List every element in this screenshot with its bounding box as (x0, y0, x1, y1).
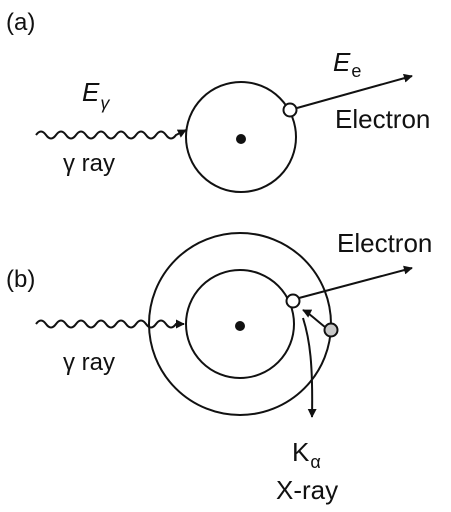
panel-b-xray-label: X-ray (276, 475, 338, 505)
panel-b-gamma-ray-wave (35, 319, 185, 329)
panel-b-tag: (b) (6, 266, 35, 293)
panel-b-electron-transition-arrow (302, 309, 326, 328)
panel-a-nucleus (236, 134, 246, 144)
panel-b: (b) Electron γ ray Kα X-ray (6, 228, 432, 505)
panel-b-electron-label: Electron (337, 228, 432, 258)
panel-a-gamma-ray-wave (35, 129, 187, 140)
panel-a: (a) Eγ γ ray Ee Electron (6, 9, 430, 193)
panel-b-gamma-ray-label: γ ray (63, 349, 115, 376)
panel-a-gamma-ray-label: γ ray (63, 150, 115, 177)
panel-b-vacancy (285, 293, 301, 309)
panel-a-ejected-electron (282, 102, 298, 118)
panel-b-electron-arrow (298, 265, 413, 299)
panel-b-xray-symbol: Kα (292, 437, 321, 472)
panel-b-inner-shell (185, 269, 295, 379)
panel-a-atom-shell (185, 81, 297, 193)
panel-a-tag: (a) (6, 9, 35, 36)
panel-b-xray-emission-arrow (302, 317, 317, 418)
panel-b-outer-electron (323, 322, 339, 338)
panel-a-incident-energy: Eγ (82, 77, 110, 113)
panel-a-electron-energy: Ee (333, 47, 361, 81)
panel-a-electron-arrow (296, 73, 413, 109)
panel-b-nucleus (235, 321, 245, 331)
panel-a-electron-label: Electron (335, 104, 430, 134)
